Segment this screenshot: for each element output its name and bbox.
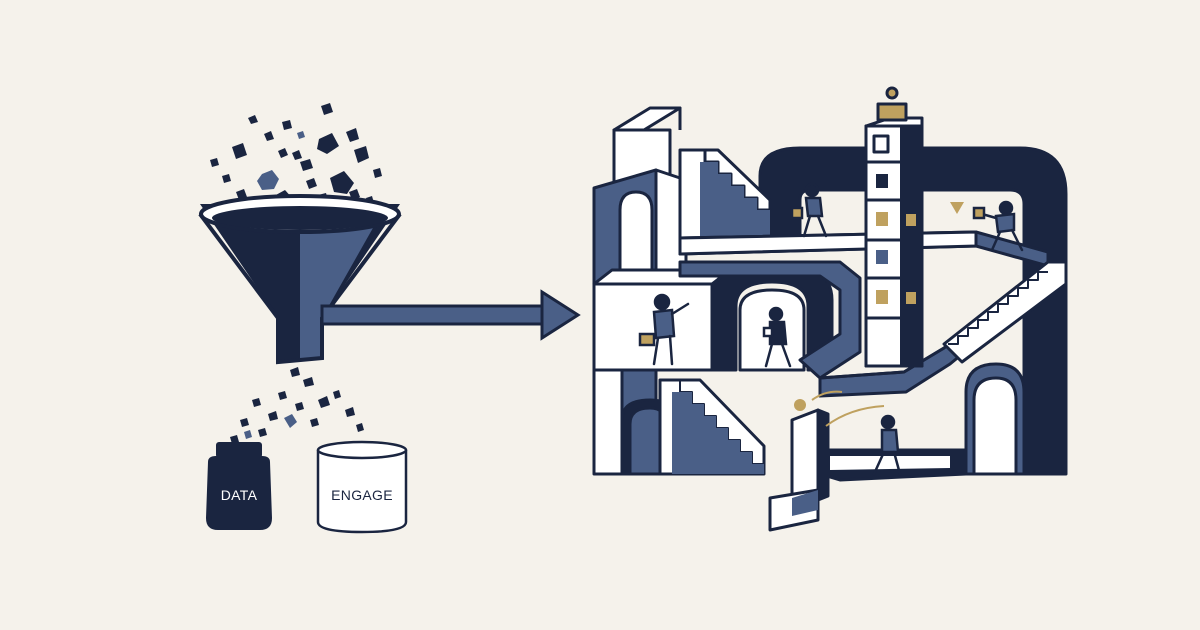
funnel-icon [198, 194, 402, 365]
particle-slate-bottom [284, 414, 297, 428]
particles-top [210, 103, 382, 207]
engage-label: ENGAGE [331, 487, 393, 503]
particle-slate-small [297, 131, 305, 139]
person-figure-left [638, 293, 690, 366]
particle-slate-bottom-2 [244, 430, 252, 439]
person-figure-top [790, 182, 828, 238]
particle-slate [257, 170, 279, 190]
arrow-right-icon [320, 289, 581, 341]
person-figure-arch [762, 306, 792, 368]
data-jar: DATA [206, 442, 272, 530]
engage-cylinder: ENGAGE [316, 440, 408, 534]
person-figure-bottom [872, 414, 902, 476]
data-label: DATA [221, 487, 258, 503]
particles-bottom [230, 367, 364, 444]
person-figure-right [972, 200, 1024, 252]
